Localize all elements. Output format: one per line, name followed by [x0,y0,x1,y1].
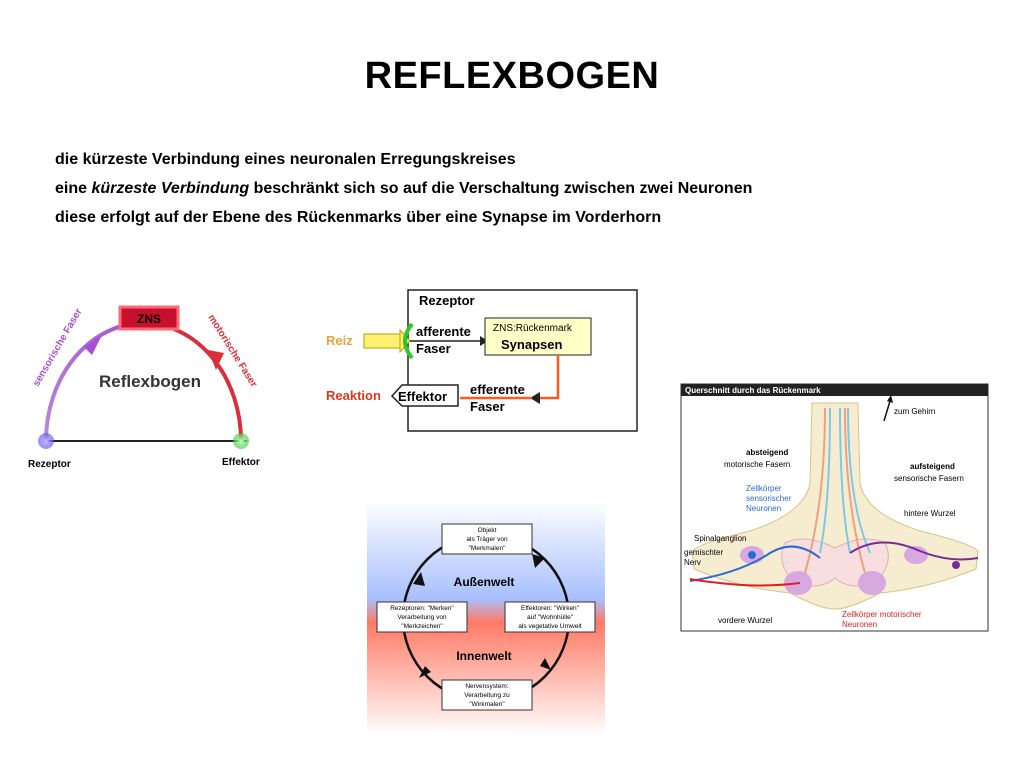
efferent-arrowhead [530,392,540,404]
to-brain-label: zum Gehirn [894,407,935,416]
page-title: REFLEXBOGEN [364,55,660,97]
mixed-nerve-label-1: gemischter [684,548,723,557]
receptors-line-2: Verarbeitung von [397,614,447,621]
bullet-line-2-post: beschränkt sich so auf die Verschaltung … [249,180,753,197]
cycle-arrow-top-right [532,554,545,568]
nervous-line-3: "Wirkmalen" [469,701,505,708]
motor-arrow [208,350,224,370]
zns-synapse-box [484,317,592,356]
sensory-arrow [84,335,102,355]
nervous-line-2: Verarbeitung zu [464,692,510,699]
afferent-label-2: Faser [416,341,451,356]
motor-pathway [689,578,801,587]
spine-header-bar [681,384,988,396]
nervous-system-box [441,679,533,711]
receptor-label: Rezeptor [28,459,71,470]
synapses-label: Synapsen [501,337,562,352]
bullet-line-2-pre: eine [55,180,92,197]
ascending-label-1: aufsteigend [910,462,955,471]
object-line-3: "Merkmalen" [469,545,506,552]
object-box [441,523,533,555]
receptor-dot [38,433,54,449]
reflex-flow-diagram: Rezeptor Reiz afferente Faser ZNS:Rücken… [326,289,638,432]
spine-header: Querschnitt durch das Rückenmark [685,386,821,395]
ascending-label-2: sensorische Fasern [894,474,964,483]
effector-label: Effektor [222,457,260,468]
inner-world-label: Innenwelt [456,649,511,663]
cycle-arrow-bottom-left [419,666,431,678]
efferent-label-1: efferente [470,382,525,397]
effector-box [390,384,459,407]
bullet-line-2: eine kürzeste Verbindung beschränkt sich… [55,180,752,198]
sensory-cell-label-3: Neuronen [746,504,781,513]
effector-dot [233,433,249,449]
bullet-line-1: die kürzeste Verbindung eines neuronalen… [55,151,516,168]
dorsal-horn-right [904,546,928,564]
mixed-nerve-label-2: Nerv [684,558,701,567]
brain-arrow [883,400,891,422]
afferent-arrowhead [480,336,488,346]
ventral-horn-right [858,571,886,595]
descending-label-1: absteigend [746,448,788,457]
receptors-line-3: "Merkzeichen" [401,623,443,630]
zns-label: ZNS [137,312,161,326]
object-line-2: als Träger von [466,536,508,543]
ventral-root-label: vordere Wurzel [718,616,772,625]
stimulus-label: Reiz [326,333,353,348]
bullet-line-3: diese erfolgt auf der Ebene des Rückenma… [55,209,662,226]
sensory-pathway [689,545,821,582]
dorsal-root-label: hintere Wurzel [904,509,956,518]
cycle-arrow-bottom-right [540,658,551,670]
receptors-line-1: Rezeptoren: "Merken" [390,605,454,612]
sensory-fiber-label: sensorische Faser [31,307,84,389]
stimulus-arrow [363,333,401,349]
ganglion-label: Spinalganglion [694,534,747,543]
ganglion-dot [748,551,756,559]
right-pathway [849,541,979,561]
sensory-cell-label-1: Zellkörper [746,484,782,493]
zns-spinal-label: ZNS:Rückenmark [493,323,573,334]
efferent-line [538,355,560,400]
ascending-fibers [819,407,871,554]
motor-cell-label-1: Zellkörper motorischer [842,610,922,619]
effectors-line-2: auf "Wohnhülle" [527,614,574,621]
zns-box [118,305,180,331]
sensory-cell-label-2: sensorischer [746,494,792,503]
motor-cell-label-2: Neuronen [842,620,877,629]
reaction-label: Reaktion [326,388,381,403]
effectors-line-1: Effektoren: "Wirken" [521,605,580,612]
descending-label-2: motorische Fasern [724,460,790,469]
right-ganglion-dot [952,561,960,569]
reflexbogen-label: Reflexbogen [99,372,201,391]
effector-box-label: Effektor [398,389,447,404]
flow-receptor-label: Rezeptor [419,293,475,308]
effectors-line-3: als vegetative Umwelt [518,623,581,630]
cycle-arrow-top-left [413,572,425,586]
effectors-box [504,601,596,633]
bullet-line-2-emphasis: kürzeste Verbindung [91,180,250,197]
descending-fibers [804,407,866,574]
object-line-1: Objekt [478,527,497,534]
brain-arrowhead [887,395,893,403]
afferent-label-1: afferente [416,324,471,339]
environment-cycle-diagram: Außenwelt Innenwelt Objekt als Träger vo… [367,500,605,735]
nervous-line-1: Nervensystem: [465,683,509,690]
outer-world-label: Außenwelt [454,575,515,589]
receptors-box [376,601,468,633]
flow-frame [407,289,638,432]
receptor-bracket [403,322,414,360]
reflex-arc-diagram: ZNS Reflexbogen sensorische Faser motori… [28,305,260,470]
efferent-label-2: Faser [470,399,505,414]
spinal-cord-diagram: Querschnitt durch das Rückenmark zum Geh… [680,383,989,632]
